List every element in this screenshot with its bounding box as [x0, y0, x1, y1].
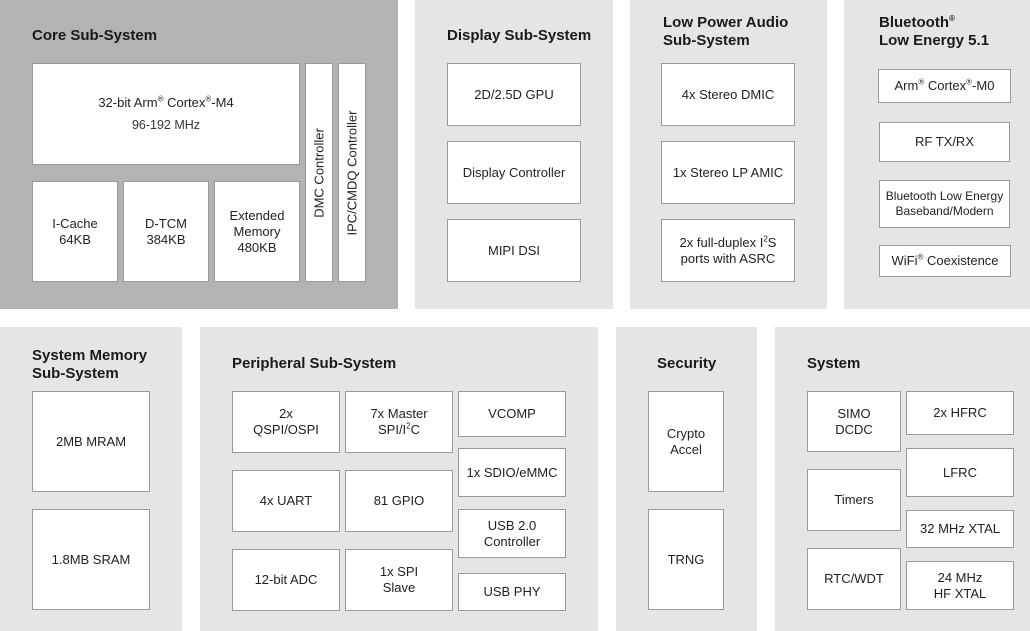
peripheral-subsystem-title: Peripheral Sub-System	[232, 355, 397, 372]
cpu-m4-block: 32-bit Arm® Cortex®-M4 96-192 MHz	[32, 63, 300, 165]
mipi-dsi-block: MIPI DSI	[447, 219, 581, 282]
core-subsystem-panel: Core Sub-System 32-bit Arm® Cortex®-M4 9…	[0, 0, 398, 309]
qspi-ospi-block: 2x QSPI/OSPI	[232, 391, 340, 453]
gpio-block: 81 GPIO	[345, 470, 453, 532]
dmc-controller-block: DMC Controller	[305, 63, 333, 282]
bluetooth-panel: Bluetooth® Low Energy 5.1 Arm® Cortex®-M…	[844, 0, 1030, 309]
audio-subsystem-title: Low Power Audio Sub-System	[663, 14, 789, 49]
security-panel: Security Crypto Accel TRNG	[616, 327, 757, 631]
core-subsystem-title: Core Sub-System	[32, 27, 158, 44]
system-memory-panel: System Memory Sub-System 2MB MRAM 1.8MB …	[0, 327, 182, 631]
hfrc-block: 2x HFRC	[906, 391, 1014, 435]
i2s-block: 2x full-duplex I2S ports with ASRC	[661, 219, 795, 282]
dtcm-block: D-TCM 384KB	[123, 181, 209, 282]
extended-memory-block: Extended Memory 480KB	[214, 181, 300, 282]
cpu-m4-frequency: 96-192 MHz	[131, 118, 201, 132]
spi-i2c-master-block: 7x Master SPI/I2C	[345, 391, 453, 453]
xtal-32mhz-block: 32 MHz XTAL	[906, 510, 1014, 548]
lfrc-block: LFRC	[906, 448, 1014, 497]
ble-baseband-block: Bluetooth Low Energy Baseband/Modern	[879, 180, 1010, 228]
display-controller-block: Display Controller	[447, 141, 581, 204]
bluetooth-title: Bluetooth® Low Energy 5.1	[879, 14, 990, 49]
stereo-amic-block: 1x Stereo LP AMIC	[661, 141, 795, 204]
system-title: System	[807, 355, 861, 372]
dmc-controller-label: DMC Controller	[311, 127, 327, 218]
ipc-cmdq-controller-block: IPC/CMDQ Controller	[338, 63, 366, 282]
simo-dcdc-block: SIMO DCDC	[807, 391, 901, 452]
display-subsystem-title: Display Sub-System	[447, 27, 592, 44]
icache-block: I-Cache 64KB	[32, 181, 118, 282]
peripheral-subsystem-panel: Peripheral Sub-System 2x QSPI/OSPI 7x Ma…	[200, 327, 598, 631]
sram-block: 1.8MB SRAM	[32, 509, 150, 610]
usb-phy-block: USB PHY	[458, 573, 566, 611]
adc-block: 12-bit ADC	[232, 549, 340, 611]
rf-txrx-block: RF TX/RX	[879, 122, 1010, 162]
sdio-emmc-block: 1x SDIO/eMMC	[458, 448, 566, 497]
timers-block: Timers	[807, 469, 901, 531]
audio-subsystem-panel: Low Power Audio Sub-System 4x Stereo DMI…	[630, 0, 827, 309]
ipc-cmdq-controller-label: IPC/CMDQ Controller	[344, 110, 360, 235]
crypto-accel-block: Crypto Accel	[648, 391, 724, 492]
display-subsystem-panel: Display Sub-System 2D/2.5D GPU Display C…	[415, 0, 613, 309]
vcomp-block: VCOMP	[458, 391, 566, 437]
cortex-m0-block: Arm® Cortex®-M0	[878, 69, 1011, 103]
rtc-wdt-block: RTC/WDT	[807, 548, 901, 610]
trng-block: TRNG	[648, 509, 724, 610]
cpu-m4-label: 32-bit Arm® Cortex®-M4	[98, 94, 234, 110]
uart-block: 4x UART	[232, 470, 340, 532]
usb-controller-block: USB 2.0 Controller	[458, 509, 566, 558]
spi-slave-block: 1x SPI Slave	[345, 549, 453, 611]
mram-block: 2MB MRAM	[32, 391, 150, 492]
security-title: Security	[657, 355, 717, 372]
wifi-coexistence-block: WiFi® Coexistence	[879, 245, 1011, 277]
gpu-block: 2D/2.5D GPU	[447, 63, 581, 126]
xtal-24mhz-block: 24 MHz HF XTAL	[906, 561, 1014, 610]
system-memory-title: System Memory Sub-System	[32, 347, 148, 382]
system-panel: System SIMO DCDC 2x HFRC Timers LFRC 32 …	[775, 327, 1030, 631]
stereo-dmic-block: 4x Stereo DMIC	[661, 63, 795, 126]
